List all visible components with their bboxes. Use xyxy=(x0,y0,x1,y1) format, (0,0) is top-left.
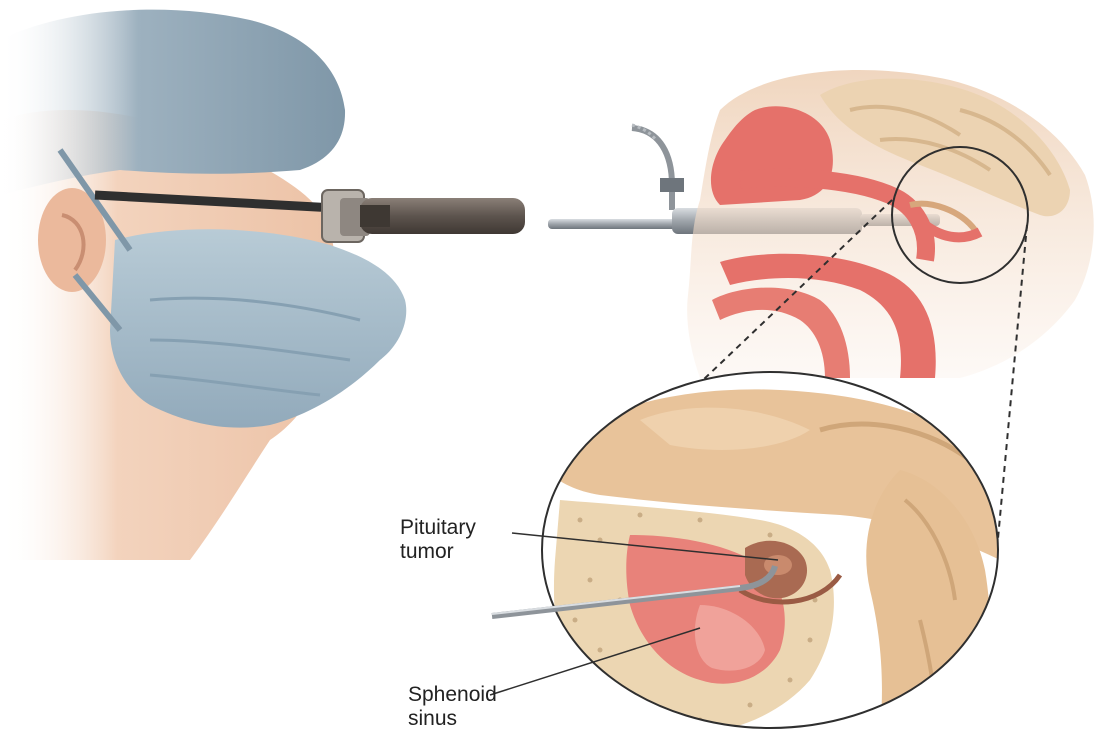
surgical-mask xyxy=(110,229,406,427)
pituitary-tumor-label-line2: tumor xyxy=(400,540,476,564)
pituitary-tumor-label: Pituitary tumor xyxy=(400,516,476,564)
surgeon-figure xyxy=(0,10,406,560)
sphenoid-sinus-label-line1: Sphenoid xyxy=(408,683,497,707)
pituitary-tumor-label-line1: Pituitary xyxy=(400,516,476,540)
surgical-cap xyxy=(0,10,345,195)
endoscope-eyepiece xyxy=(322,190,525,242)
sphenoid-sinus-label: Sphenoid sinus xyxy=(408,683,497,731)
patient-head-section xyxy=(687,70,1094,378)
sphenoid-sinus-label-line2: sinus xyxy=(408,707,497,731)
magnified-inset xyxy=(492,370,1010,740)
